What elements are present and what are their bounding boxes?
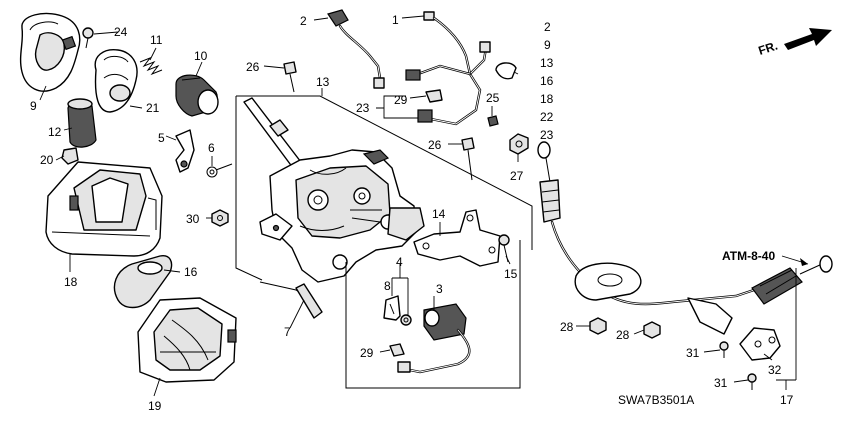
label-18-list: 18	[540, 92, 554, 106]
nut-30	[211, 209, 229, 227]
front-arrow-icon	[784, 28, 832, 50]
bolt-26-upper	[283, 61, 297, 93]
label-29-upper: 29	[394, 93, 408, 107]
label-3: 3	[436, 282, 443, 296]
bracket-14	[413, 209, 501, 267]
clip-16-upper	[495, 62, 517, 80]
grommet-27	[509, 133, 529, 155]
clip-29-lower	[389, 343, 405, 357]
label-2-list: 2	[544, 20, 551, 34]
lever-7	[259, 281, 323, 319]
knob-button-cover	[94, 49, 138, 113]
solenoid-3	[398, 303, 471, 374]
part-labels: 1 2 2 3 4 5 6 7 8 9 9 10 11 12 13 13 14 …	[30, 13, 794, 413]
label-26-middle: 26	[428, 138, 442, 152]
label-23-harness: 23	[356, 101, 370, 115]
shift-cable-17	[537, 141, 833, 335]
label-8: 8	[384, 279, 391, 293]
bracket-32	[739, 327, 781, 361]
front-label: FR.	[757, 39, 780, 58]
bolt-15	[498, 234, 510, 263]
leader-lines	[39, 15, 809, 397]
bracket-8	[383, 295, 401, 321]
label-31-upper: 31	[686, 346, 700, 360]
label-10: 10	[194, 49, 208, 63]
front-direction-arrow: FR.	[757, 28, 832, 58]
label-7: 7	[284, 325, 291, 339]
nut-28-right	[643, 321, 661, 339]
bolt-25	[487, 115, 499, 127]
label-17: 17	[780, 393, 794, 407]
label-22: 22	[540, 110, 554, 124]
sleeve-12	[67, 98, 97, 148]
label-4: 4	[396, 255, 403, 269]
cover-16	[113, 255, 173, 309]
shift-base-19	[137, 297, 237, 383]
label-21: 21	[146, 101, 160, 115]
label-28-right: 28	[616, 328, 630, 342]
label-30: 30	[186, 212, 200, 226]
harness-1-23	[405, 11, 491, 126]
spring-6	[206, 163, 233, 178]
label-31-lower: 31	[714, 376, 728, 390]
clip-20	[61, 147, 79, 165]
label-27: 27	[510, 169, 524, 183]
label-16-cover: 16	[184, 265, 198, 279]
label-19: 19	[148, 399, 162, 413]
reference-code: ATM-8-40	[722, 249, 775, 263]
connector-lower	[397, 361, 411, 373]
label-1: 1	[392, 13, 399, 27]
knob-button-10	[175, 74, 219, 117]
label-9-knob: 9	[30, 99, 37, 113]
label-13-assembly: 13	[316, 75, 330, 89]
label-2-sensor: 2	[300, 14, 307, 28]
label-28-left: 28	[560, 320, 574, 334]
label-9-list: 9	[544, 38, 551, 52]
assembly-outline-13	[235, 95, 533, 281]
label-13-list: 13	[540, 56, 554, 70]
label-32: 32	[768, 363, 782, 377]
washer-4	[400, 314, 412, 326]
bolt-31-lower	[747, 373, 757, 390]
label-29-lower: 29	[360, 346, 374, 360]
label-5: 5	[158, 131, 165, 145]
screw-24	[82, 27, 94, 49]
label-23-list: 23	[540, 128, 554, 142]
label-14: 14	[432, 207, 446, 221]
bolt-31-upper	[719, 341, 729, 358]
shifter-mechanism	[243, 97, 425, 283]
label-26-upper: 26	[246, 60, 260, 74]
label-20: 20	[40, 153, 54, 167]
drawing-id: SWA7B3501A	[618, 393, 694, 407]
spring-11	[139, 56, 163, 76]
label-6: 6	[208, 141, 215, 155]
label-25: 25	[486, 91, 500, 105]
indicator-panel	[45, 161, 163, 257]
label-16-list: 16	[540, 74, 554, 88]
solenoid-outline	[345, 240, 521, 389]
nut-28-left	[589, 317, 607, 335]
label-18-panel: 18	[64, 275, 78, 289]
shift-knob	[19, 12, 81, 92]
bracket-5	[175, 129, 195, 173]
bolt-26-middle	[461, 137, 475, 181]
label-15: 15	[504, 267, 518, 281]
label-11: 11	[150, 33, 163, 47]
label-24: 24	[114, 25, 128, 39]
sensor-harness-2	[327, 9, 385, 89]
label-12: 12	[48, 125, 62, 139]
